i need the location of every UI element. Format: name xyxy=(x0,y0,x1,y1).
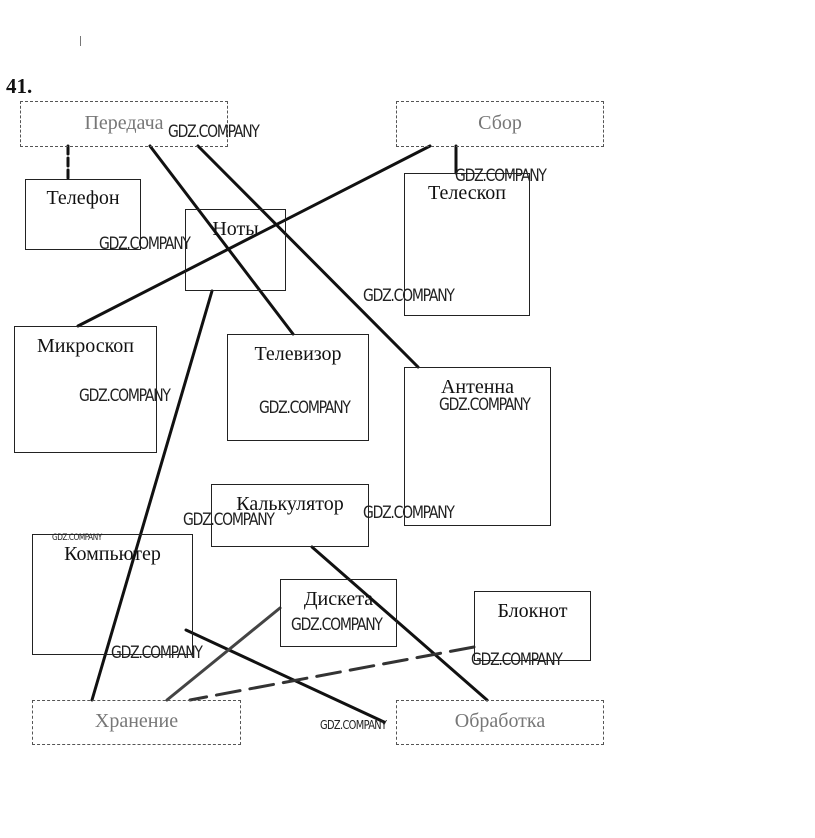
link-sbor-mikroskop xyxy=(76,144,432,328)
link-peredacha-antenna xyxy=(196,144,420,369)
node-label: Блокнот xyxy=(497,600,568,622)
watermark: GDZ.COMPANY xyxy=(259,398,351,418)
node-antenna: Антенна xyxy=(404,367,551,526)
watermark: GDZ.COMPANY xyxy=(320,718,387,732)
node-label: Компьютер xyxy=(64,543,161,565)
node-label: Калькулятор xyxy=(236,493,344,515)
watermark: GDZ.COMPANY xyxy=(52,533,102,543)
node-kompyuter: Компьютер xyxy=(32,534,193,655)
watermark: GDZ.COMPANY xyxy=(471,650,563,670)
watermark: GDZ.COMPANY xyxy=(439,395,531,415)
node-disketa: Дискета xyxy=(280,579,397,647)
link-noty-hranenie xyxy=(90,289,214,702)
watermark: GDZ.COMPANY xyxy=(79,386,171,406)
watermark: GDZ.COMPANY xyxy=(111,643,203,663)
node-label: Телевизор xyxy=(254,343,342,365)
node-obrabotka: Обработка xyxy=(396,700,604,745)
node-label: Телескоп xyxy=(428,182,506,204)
link-kompyuter-obrabotka xyxy=(184,628,386,724)
watermark: GDZ.COMPANY xyxy=(291,615,383,635)
node-label: Хранение xyxy=(94,710,179,732)
watermark: GDZ.COMPANY xyxy=(183,510,275,530)
watermark: GDZ.COMPANY xyxy=(363,503,455,523)
watermark: GDZ.COMPANY xyxy=(455,166,547,186)
node-telefon: Телефон xyxy=(25,179,141,250)
scan-mark xyxy=(80,36,81,46)
node-label: Микроскоп xyxy=(37,335,134,357)
watermark: GDZ.COMPANY xyxy=(99,234,191,254)
node-label: Сбор xyxy=(478,112,522,134)
node-label: Антенна xyxy=(440,376,515,398)
link-peredacha-televizor xyxy=(148,144,295,336)
watermark: GDZ.COMPANY xyxy=(168,122,260,142)
node-televizor: Телевизор xyxy=(227,334,369,441)
node-label: Ноты xyxy=(212,218,259,240)
node-bloknot: Блокнот xyxy=(474,591,591,661)
node-noty: Ноты xyxy=(185,209,286,291)
node-label: Передача xyxy=(84,112,164,134)
node-label: Дискета xyxy=(303,588,374,610)
watermark: GDZ.COMPANY xyxy=(363,286,455,306)
link-disketa-hranenie xyxy=(165,606,282,702)
link-bloknot-hranenie xyxy=(188,645,476,702)
link-kalkulyator-obrabotka xyxy=(310,545,489,702)
node-kalkulyator: Калькулятор xyxy=(211,484,369,547)
node-hranenie: Хранение xyxy=(32,700,241,745)
problem-number: 41. xyxy=(6,74,33,98)
node-sbor: Сбор xyxy=(396,101,604,147)
node-mikroskop: Микроскоп xyxy=(14,326,157,453)
node-label: Обработка xyxy=(454,710,546,732)
node-peredacha: Передача xyxy=(20,101,228,147)
node-teleskop: Телескоп xyxy=(404,173,530,316)
node-label: Телефон xyxy=(46,187,120,209)
